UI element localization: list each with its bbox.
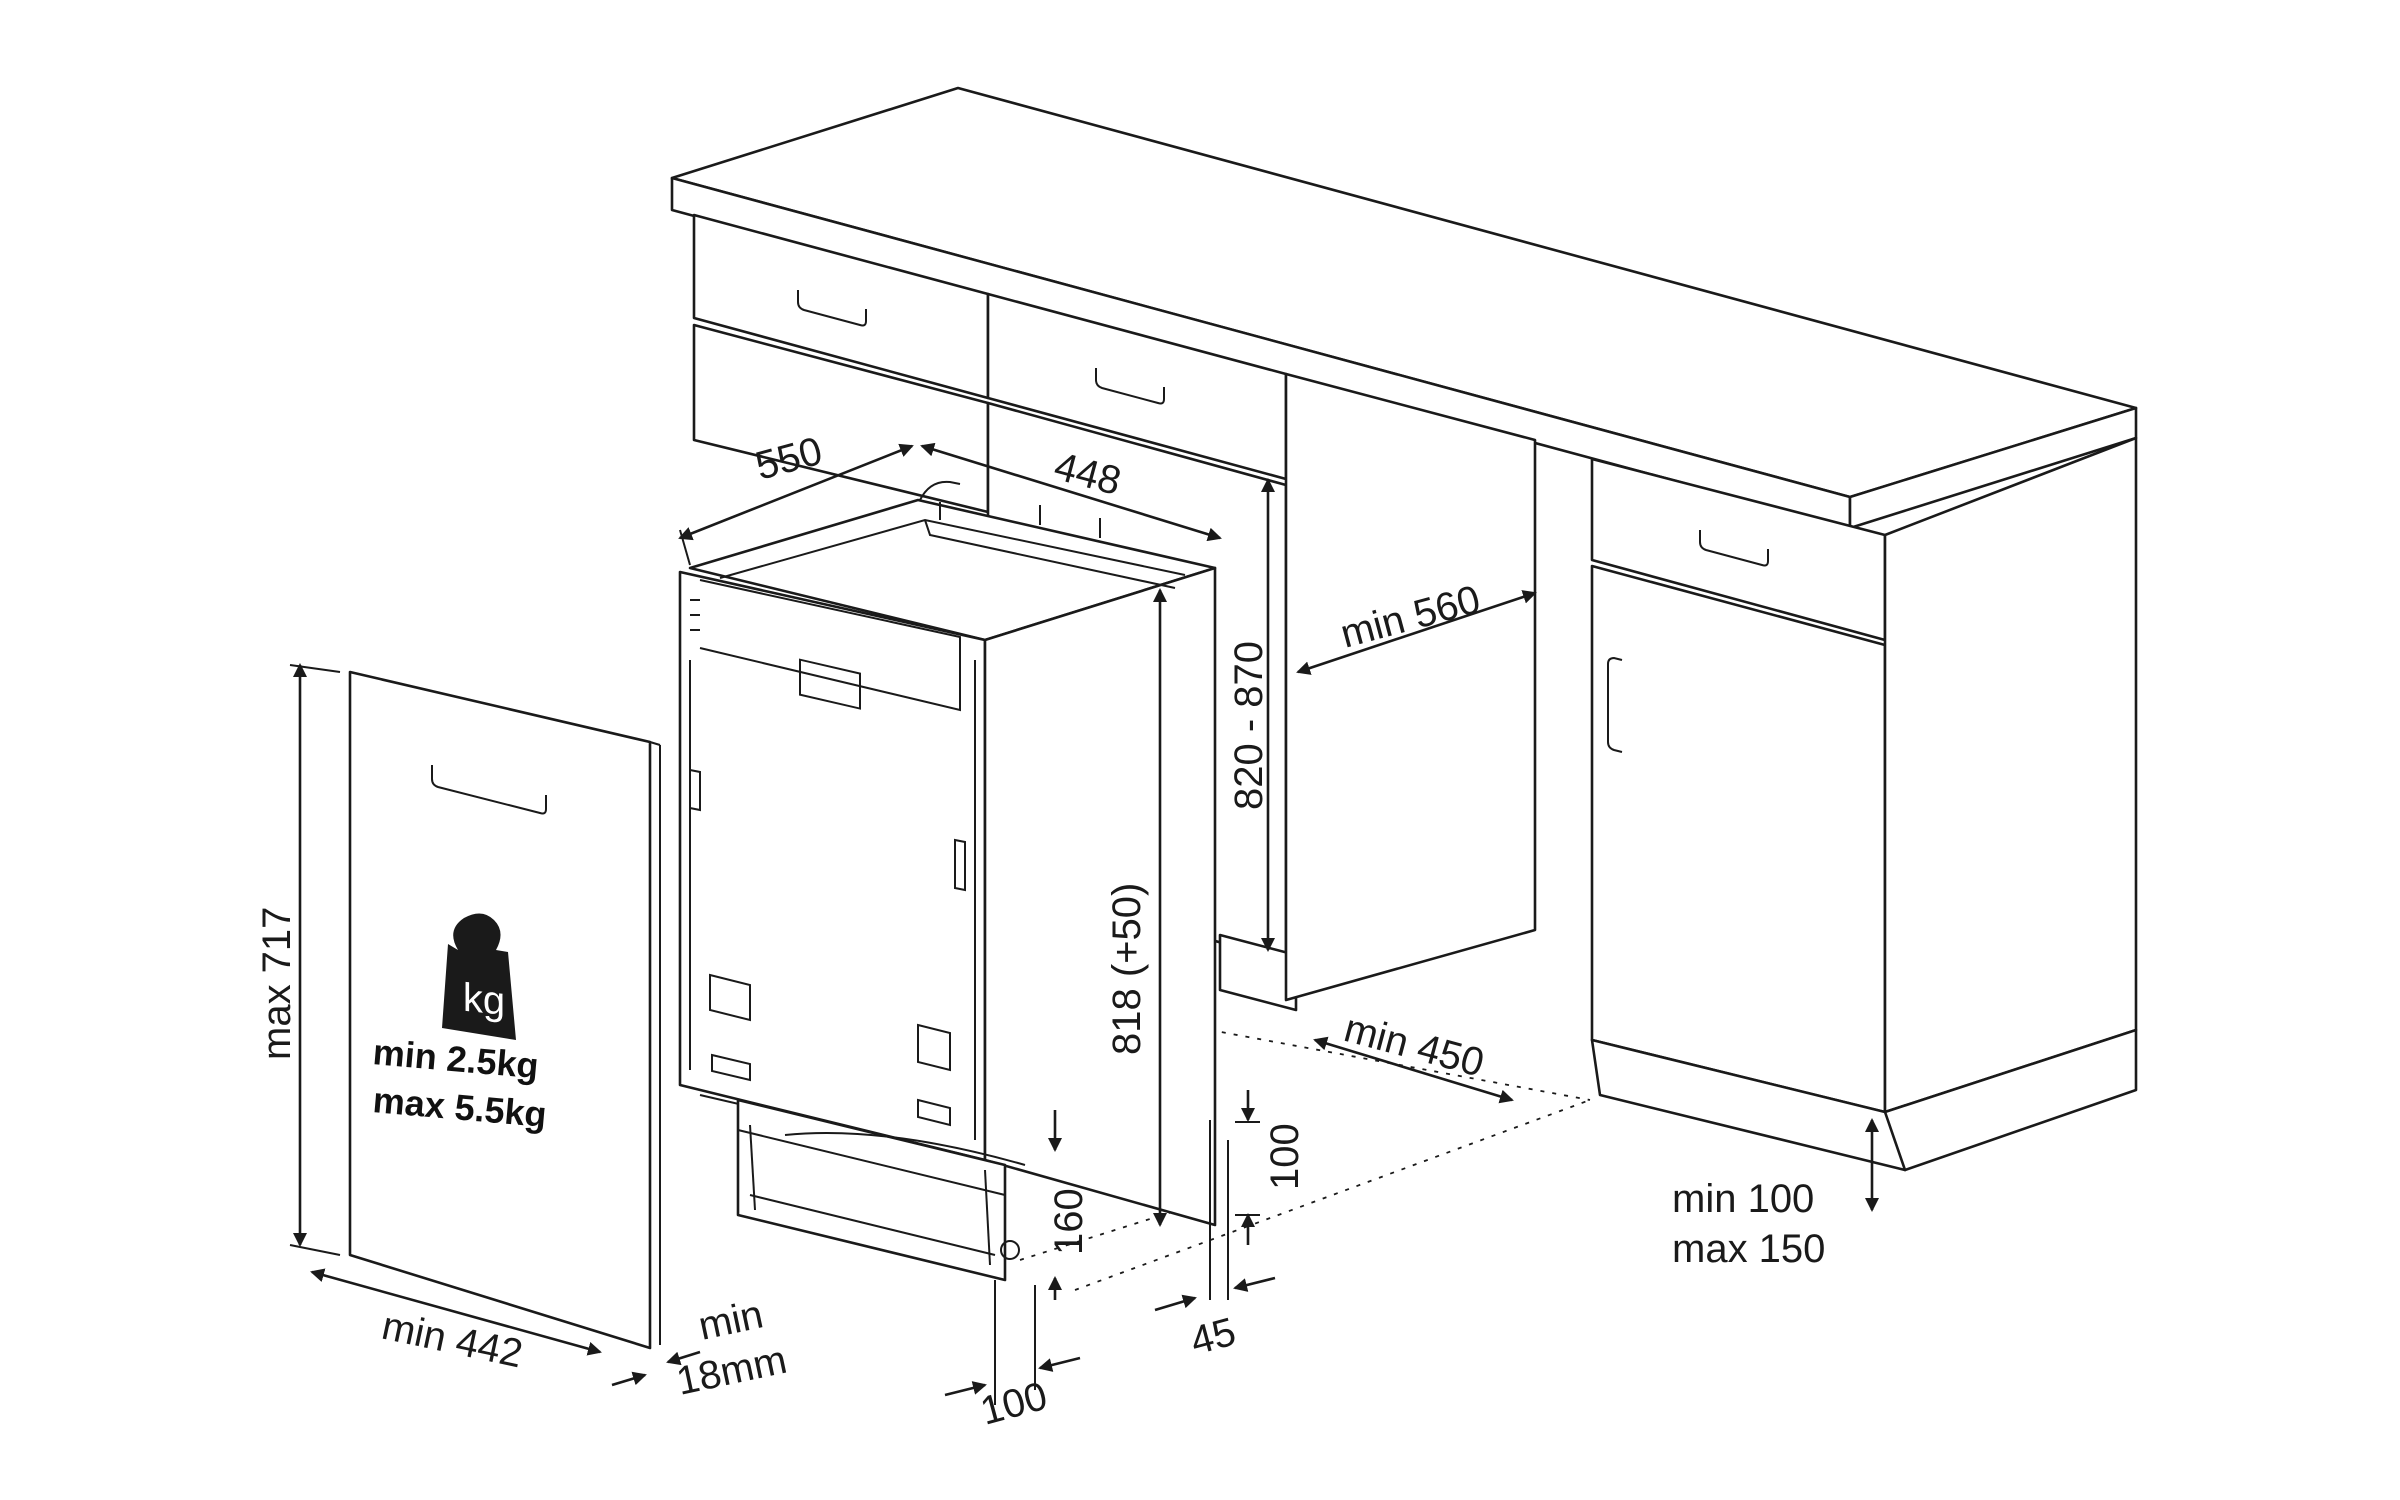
dim-label-min-442: min 442 [378,1304,526,1377]
right-cabinet [1590,436,2138,1172]
door-handle-icon [431,765,547,815]
middle-niche [1284,372,1537,1002]
weight-icon: kg [442,913,516,1040]
dim-label-plinth-min-100: min 100 [1672,1177,1814,1221]
dim-label-plinth-max-150: max 150 [1672,1227,1825,1271]
dim-label-160: 160 [1047,1188,1091,1255]
dim-label-door-min: min [695,1292,767,1348]
drawer-handle-icon [797,290,867,327]
dimension-lines [289,442,1879,1405]
drawer-handle-icon [1095,368,1165,405]
dim-label-100-plinth: 100 [1263,1123,1307,1190]
dishwasher-plinth [736,1098,1026,1282]
door-handle-icon [1607,656,1623,753]
drawer-handle-icon [1699,530,1769,567]
dim-label-818: 818 (+50) [1105,883,1149,1055]
weight-symbol: kg [463,976,505,1024]
dim-label-18mm: 18mm [673,1338,791,1404]
dim-label-820-870: 820 - 870 [1227,641,1271,810]
dim-label-45: 45 [1186,1310,1240,1364]
dim-label-100-bottom: 100 [976,1374,1052,1434]
dim-label-min-450: min 450 [1340,1006,1489,1085]
dim-label-max-717: max 717 [255,907,299,1060]
kitchen-counter [670,86,2138,530]
